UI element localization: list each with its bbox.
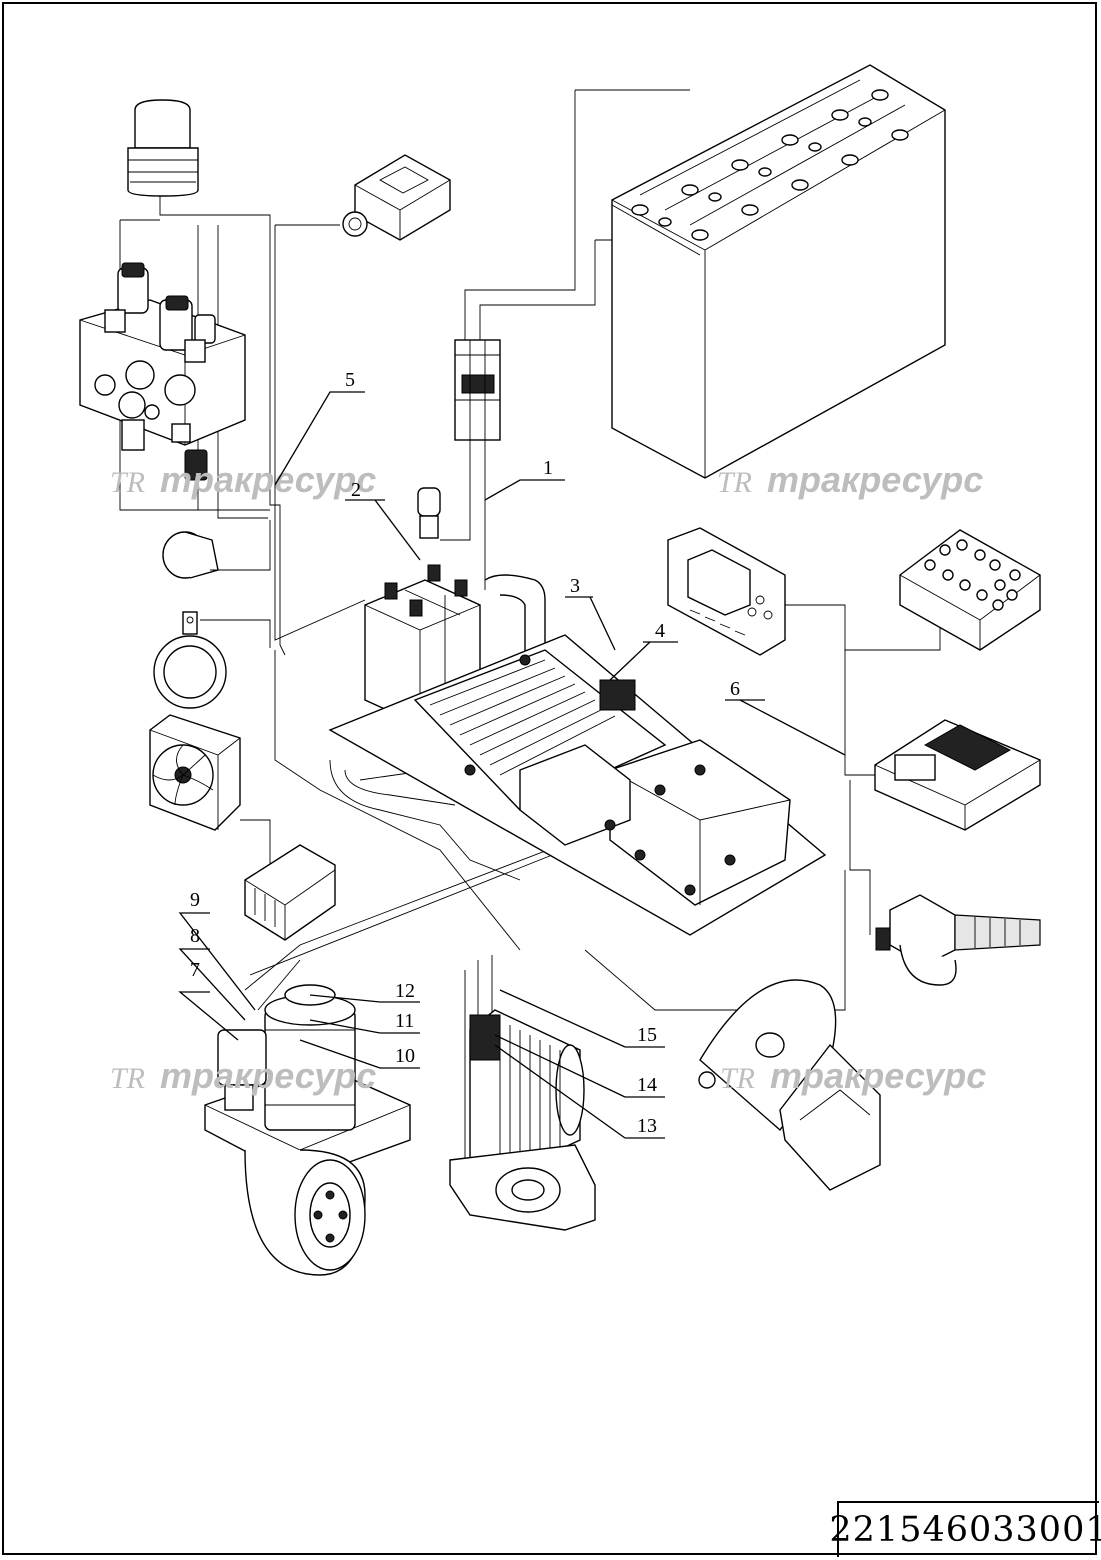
watermark-bottom-right: TR тракресурс (720, 1055, 986, 1096)
callout-14: 14 (637, 1074, 657, 1096)
watermark-text: тракресурс (160, 459, 376, 500)
callout-6: 6 (730, 678, 740, 700)
callout-leaders (178, 391, 846, 1139)
callout-11: 11 (395, 1010, 414, 1032)
watermark-logo: TR (720, 1062, 755, 1095)
mounting-bracket (698, 979, 881, 1191)
watermark-top-left: TR тракресурс (110, 459, 376, 500)
callout-9: 9 (190, 889, 200, 911)
instrument-display (667, 527, 786, 656)
callout-13: 13 (637, 1115, 657, 1137)
pump-motor (449, 1009, 596, 1231)
watermark-text: тракресурс (770, 1055, 986, 1096)
callout-15: 15 (637, 1024, 657, 1046)
callout-4: 4 (655, 620, 665, 642)
watermark-logo: TR (110, 466, 145, 499)
callout-12: 12 (395, 980, 415, 1002)
watermark-bottom-left: TR тракресурс (110, 1055, 376, 1096)
battery (611, 64, 946, 479)
callout-10: 10 (395, 1045, 415, 1067)
controller-base-plate (328, 634, 827, 936)
junction-box (342, 154, 451, 241)
watermark-text: тракресурс (160, 1055, 376, 1096)
connector-module (244, 844, 336, 941)
keypad (899, 529, 1041, 651)
callout-5: 5 (345, 369, 355, 391)
key-switch (417, 487, 441, 539)
battery-plug (454, 339, 501, 441)
callout-8: 8 (190, 925, 200, 947)
watermark-top-right: TR тракресурс (717, 459, 983, 500)
title-block: 221546033001 (829, 1501, 1101, 1557)
callout-numbers: 1 2 3 4 5 6 7 8 9 10 11 12 13 14 15 (190, 369, 740, 1137)
callout-2: 2 (351, 479, 361, 501)
cooling-fan (149, 714, 241, 831)
callout-7: 7 (190, 959, 200, 981)
aux-controller (874, 719, 1041, 831)
callout-3: 3 (570, 575, 580, 597)
callout-1: 1 (543, 457, 553, 479)
keypad-buttons (924, 539, 1021, 611)
watermark-text: тракресурс (767, 459, 983, 500)
tiller-switch (875, 894, 1041, 986)
watermark-logo: TR (110, 1062, 145, 1095)
battery-cells (631, 89, 909, 241)
drive-wheel-unit (204, 984, 411, 1276)
ring-sensor (153, 611, 227, 709)
watermark-logo: TR (717, 466, 752, 499)
horn (162, 531, 230, 579)
part-number: 221546033001 (829, 1510, 1101, 1550)
hydraulic-valve-block (79, 262, 246, 481)
beacon-lamp (127, 99, 199, 197)
